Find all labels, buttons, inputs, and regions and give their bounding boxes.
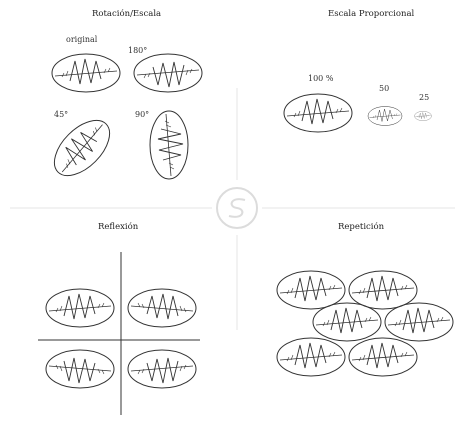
title-reflection: Reflexión (98, 222, 138, 232)
leaf-rotated-180 (134, 54, 202, 92)
leaf-original (52, 54, 120, 92)
leaf-repeat (277, 271, 345, 309)
watermark-logo (217, 188, 257, 228)
label-100: 100 % (308, 74, 333, 83)
leaf-repeat (277, 338, 345, 376)
label-original: original (66, 35, 97, 44)
leaf-scale-25 (415, 111, 432, 121)
repetition-pattern (277, 271, 453, 376)
title-repetition: Repetición (338, 222, 384, 232)
title-rotation: Rotación/Escala (92, 9, 161, 19)
leaf-reflection-bottom-right (128, 350, 196, 388)
leaf-repeat (313, 303, 381, 341)
label-25: 25 (419, 93, 429, 102)
quadrant-dividers (10, 88, 455, 330)
leaf-rotated-90 (150, 111, 188, 179)
leaf-reflection-top-left (46, 289, 114, 327)
leaf-rotated-45 (45, 111, 120, 186)
leaf-repeat (349, 338, 417, 376)
leaf-reflection-bottom-left (46, 350, 114, 388)
leaf-scale-100 (284, 94, 352, 132)
label-90: 90° (135, 110, 149, 119)
reflection-axes (38, 252, 200, 415)
label-50: 50 (379, 84, 389, 93)
leaf-scale-50 (368, 107, 402, 126)
label-180: 180° (128, 46, 147, 55)
label-45: 45° (54, 110, 68, 119)
title-scale: Escala Proporcional (328, 9, 414, 19)
leaf-repeat (385, 303, 453, 341)
leaf-repeat (349, 271, 417, 309)
leaf-reflection-top-right (128, 289, 196, 327)
